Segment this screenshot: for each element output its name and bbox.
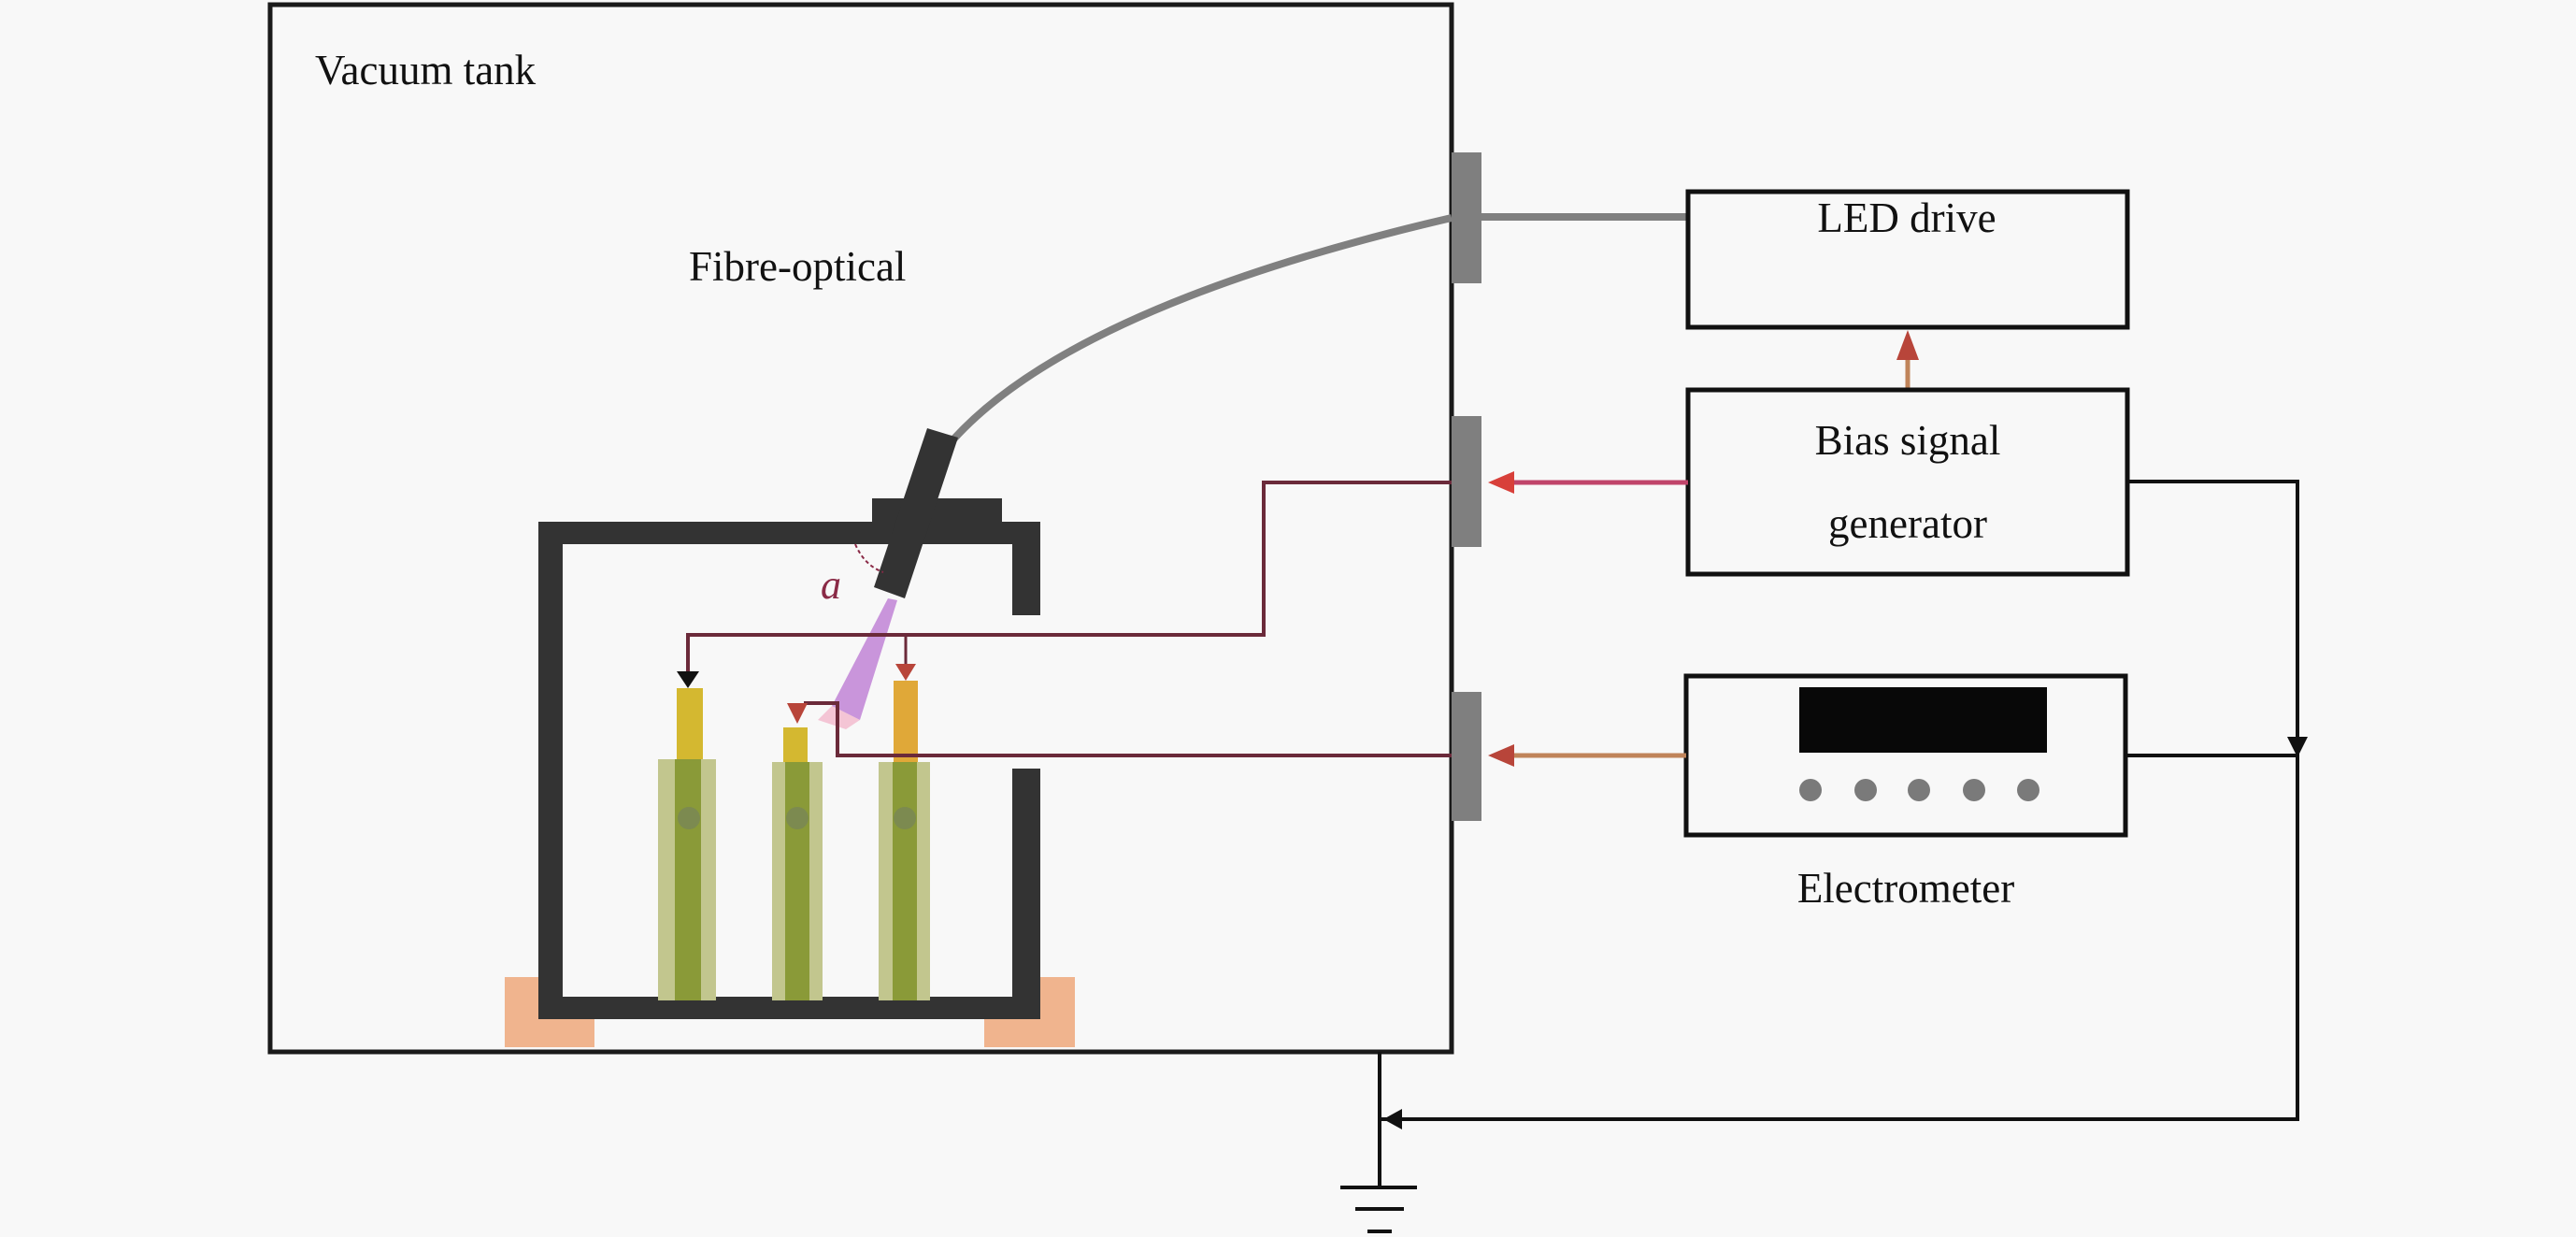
arrowhead-pillar-3 xyxy=(895,664,916,681)
electrometer-display xyxy=(1799,687,2047,753)
bias-signal-generator-label-line1: Bias signal xyxy=(1815,417,2001,464)
feedthrough-electrometer xyxy=(1452,692,1481,821)
angle-arc xyxy=(854,543,884,573)
sample-pillar-2 xyxy=(772,727,823,1000)
bias-ground-line xyxy=(1381,480,2299,1121)
chamber-foot-right xyxy=(984,977,1075,1047)
arrowhead-pillar-2 xyxy=(787,703,808,724)
electrometer-label: Electrometer xyxy=(1797,865,2014,912)
bias-to-led-arrowhead xyxy=(1896,330,1919,360)
led-drive-box xyxy=(1685,189,2130,330)
ground-arrowhead-left xyxy=(1383,1109,1402,1129)
sample-pillar-3 xyxy=(879,681,930,1000)
chamber-foot-left xyxy=(505,977,594,1047)
electrometer-buttons xyxy=(1799,779,2039,801)
optical-fibre-cable xyxy=(951,214,1453,442)
electrometer-feedthrough-arrowhead xyxy=(1488,744,1514,767)
feedthrough-fibre xyxy=(1452,152,1481,283)
electrometer-button[interactable] xyxy=(1799,779,1822,801)
electrometer-button[interactable] xyxy=(1854,779,1877,801)
fibre-optical-label: Fibre-optical xyxy=(689,243,906,290)
sample-chamber xyxy=(538,522,1040,1019)
bias-signal-generator-box xyxy=(1685,387,2130,577)
bias-ground-arrowhead-down xyxy=(2287,737,2308,757)
ground-icon xyxy=(1340,1052,1417,1233)
electrometer-button[interactable] xyxy=(1963,779,1985,801)
electrometer-button[interactable] xyxy=(2017,779,2039,801)
feedthrough-bias xyxy=(1452,416,1481,547)
angle-label: a xyxy=(821,562,841,608)
led-drive-label: LED drive xyxy=(1817,194,1996,241)
vacuum-tank-label: Vacuum tank xyxy=(315,47,537,93)
bias-feedthrough-arrowhead xyxy=(1488,471,1514,494)
electrometer-button[interactable] xyxy=(1908,779,1930,801)
sample-pillar-1 xyxy=(658,688,716,1000)
arrowhead-pillar-1 xyxy=(677,671,699,688)
light-beam xyxy=(832,598,897,720)
bias-signal-generator-label-line2: generator xyxy=(1828,500,1987,547)
fibre-lens-tube xyxy=(874,428,958,598)
electrometer-wire-inside xyxy=(804,701,1452,757)
bias-wire-inside xyxy=(686,481,1452,673)
